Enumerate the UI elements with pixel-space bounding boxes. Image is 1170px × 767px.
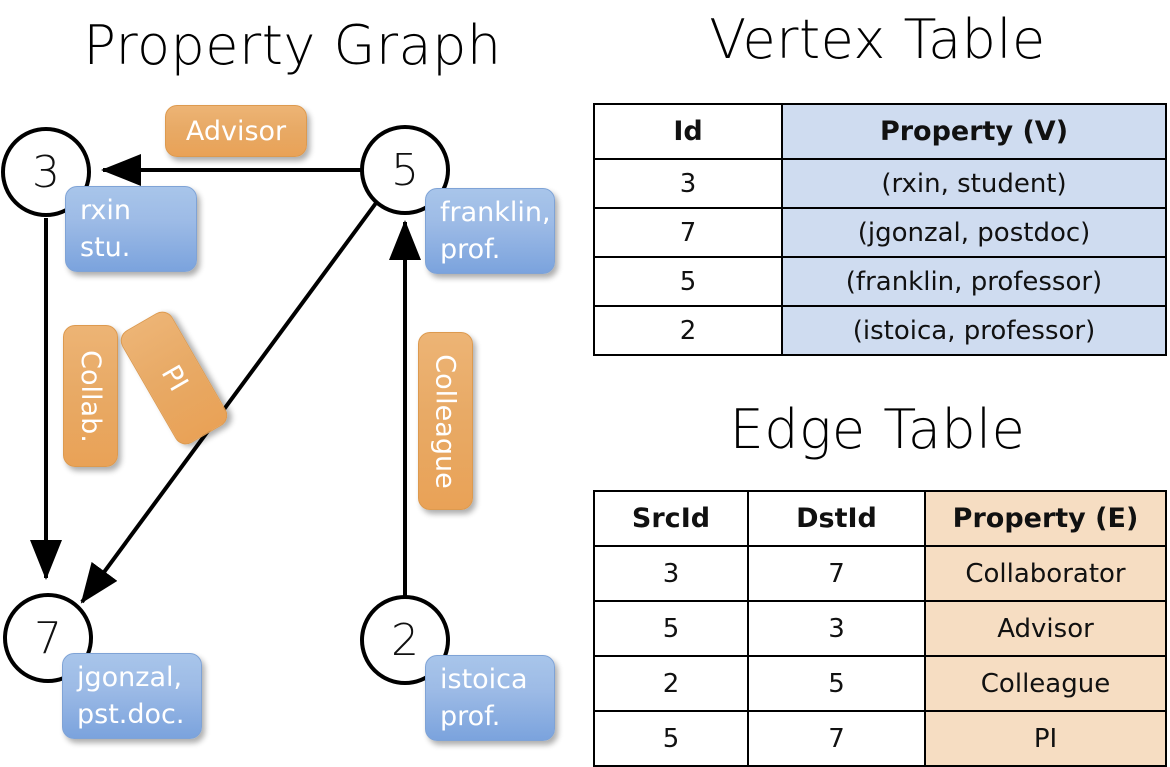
table-row: 5 (franklin, professor) bbox=[593, 256, 1167, 307]
property-graph-diagram: 3 5 7 2 rxin stu. franklin, prof. jgonza… bbox=[0, 0, 585, 760]
vertex-property-line-2: prof. bbox=[440, 234, 501, 265]
vertex-property-box-3: rxin stu. bbox=[65, 186, 197, 272]
vertex-property-line-1: rxin bbox=[80, 194, 131, 226]
vertex-property-box-5: franklin, prof. bbox=[425, 188, 555, 274]
edge-cell-property: Advisor bbox=[924, 600, 1167, 657]
page-title-edge-table: Edge Table bbox=[729, 398, 1026, 461]
table-row: 7 (jgonzal, postdoc) bbox=[593, 207, 1167, 258]
page-title-property-graph: Property Graph bbox=[83, 14, 502, 77]
vertex-table: Id Property (V) 3 (rxin, student) 7 (jgo… bbox=[593, 103, 1167, 356]
vertex-cell-property: (franklin, professor) bbox=[781, 256, 1167, 307]
table-row: 3 7 Collaborator bbox=[593, 545, 1167, 602]
vertex-table-header-property: Property (V) bbox=[781, 103, 1167, 160]
edge-cell-dst: 7 bbox=[747, 545, 926, 602]
vertex-cell-id: 5 bbox=[593, 256, 783, 307]
edge-cell-dst: 3 bbox=[747, 600, 926, 657]
edge-cell-dst: 5 bbox=[747, 655, 926, 712]
edge-cell-property: PI bbox=[924, 710, 1167, 767]
edge-cell-src: 3 bbox=[593, 545, 749, 602]
vertex-property-line-1: franklin, bbox=[440, 196, 551, 228]
edge-label-text: PI bbox=[154, 359, 194, 397]
edge-table: SrcId DstId Property (E) 3 7 Collaborato… bbox=[593, 490, 1167, 767]
edge-table-header-dstid: DstId bbox=[747, 490, 926, 547]
edge-5-to-7 bbox=[80, 201, 378, 604]
vertex-cell-property: (jgonzal, postdoc) bbox=[781, 207, 1167, 258]
vertex-property-line-2: stu. bbox=[80, 232, 131, 263]
edge-cell-src: 5 bbox=[593, 600, 749, 657]
edge-cell-dst: 7 bbox=[747, 710, 926, 767]
vertex-cell-property: (rxin, student) bbox=[781, 158, 1167, 209]
vertex-cell-property: (istoica, professor) bbox=[781, 305, 1167, 356]
edge-cell-src: 5 bbox=[593, 710, 749, 767]
vertex-cell-id: 3 bbox=[593, 158, 783, 209]
vertex-cell-id: 7 bbox=[593, 207, 783, 258]
vertex-property-line-2: pst.doc. bbox=[77, 699, 185, 730]
vertex-property-line-1: istoica bbox=[440, 663, 528, 695]
graph-edges-svg bbox=[30, 154, 421, 604]
edge-cell-property: Collaborator bbox=[924, 545, 1167, 602]
table-row: 5 3 Advisor bbox=[593, 600, 1167, 657]
graph-node-2[interactable]: 2 bbox=[360, 595, 450, 685]
edge-label-collab: Collab. bbox=[63, 325, 118, 467]
table-row: 3 (rxin, student) bbox=[593, 158, 1167, 209]
edge-table-header-srcid: SrcId bbox=[593, 490, 749, 547]
edge-label-text: Advisor bbox=[185, 115, 287, 147]
table-row: 2 (istoica, professor) bbox=[593, 305, 1167, 356]
edge-label-colleague: Colleague bbox=[418, 332, 473, 510]
table-row: 5 7 PI bbox=[593, 710, 1167, 767]
edge-cell-property: Colleague bbox=[924, 655, 1167, 712]
edge-label-text: Collab. bbox=[75, 349, 106, 443]
vertex-table-header-id: Id bbox=[593, 103, 783, 160]
vertex-property-line-2: prof. bbox=[440, 701, 501, 732]
edge-label-text: Colleague bbox=[430, 353, 461, 489]
vertex-property-box-2: istoica prof. bbox=[425, 655, 555, 741]
vertex-property-line-1: jgonzal, bbox=[77, 661, 183, 693]
edge-label-advisor: Advisor bbox=[165, 105, 307, 157]
vertex-table-header-row: Id Property (V) bbox=[593, 103, 1167, 160]
vertex-cell-id: 2 bbox=[593, 305, 783, 356]
table-row: 2 5 Colleague bbox=[593, 655, 1167, 712]
page-title-vertex-table: Vertex Table bbox=[709, 8, 1046, 71]
edge-table-header-property: Property (E) bbox=[924, 490, 1167, 547]
vertex-property-box-7: jgonzal, pst.doc. bbox=[62, 653, 202, 739]
graph-node-5[interactable]: 5 bbox=[360, 125, 450, 215]
edge-table-header-row: SrcId DstId Property (E) bbox=[593, 490, 1167, 547]
edge-cell-src: 2 bbox=[593, 655, 749, 712]
